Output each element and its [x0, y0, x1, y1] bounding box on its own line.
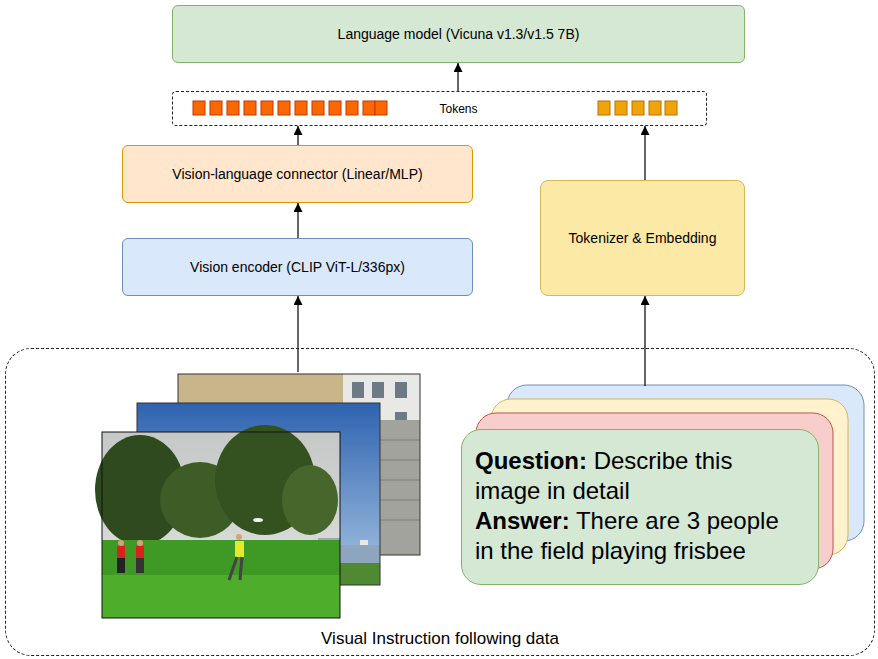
encoder-box: Vision encoder (CLIP ViT-L/336px): [122, 238, 473, 296]
photo-park: [95, 425, 340, 618]
arrow-connector: [644, 126, 645, 180]
data-region: Visual Instruction following data Questio…: [5, 348, 875, 656]
arrow-connector: [457, 63, 458, 91]
card-text: Question: Describe this image in detail: [475, 446, 794, 506]
node-label: Tokens: [439, 102, 477, 116]
node-label: Visual Instruction following data: [321, 629, 559, 649]
sample-card: Question: Describe this image in detailA…: [461, 429, 819, 585]
node-label: Vision-language connector (Linear/MLP): [172, 166, 422, 182]
image-tokens: [193, 101, 387, 115]
node-label: Vision encoder (CLIP ViT-L/336px): [190, 259, 405, 275]
model-box: Language model (Vicuna v1.3/v1.5 7B): [172, 5, 745, 63]
node-label: Language model (Vicuna v1.3/v1.5 7B): [338, 26, 580, 42]
connector-box: Vision-language connector (Linear/MLP): [122, 145, 473, 203]
card-text: Answer: There are 3 people in the field …: [475, 506, 794, 566]
tokenizer-box: Tokenizer & Embedding: [540, 180, 745, 296]
node-label: Tokenizer & Embedding: [569, 230, 717, 246]
arrow-connector: [297, 126, 298, 145]
arrow-connector: [644, 296, 645, 386]
arrow-connector: [297, 296, 298, 372]
arrow-connector: [297, 203, 298, 238]
token-band: Tokens: [172, 91, 707, 126]
text-tokens: [598, 101, 677, 115]
